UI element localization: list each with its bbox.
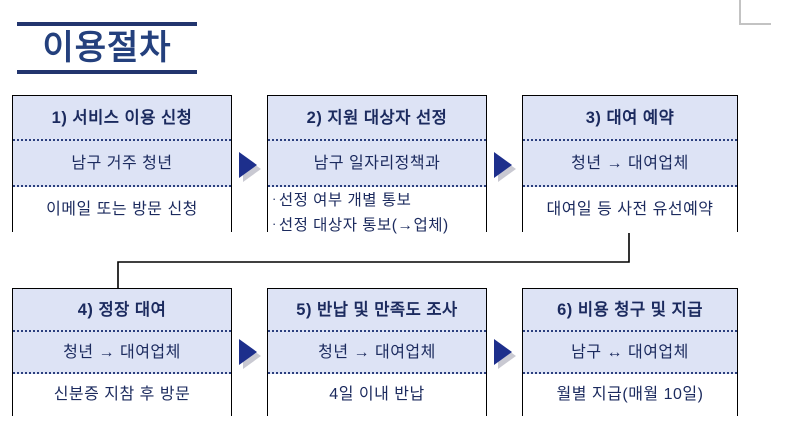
arrow-triangle <box>494 339 512 365</box>
step-4-header: 4) 정장 대여 <box>13 289 231 332</box>
step-2-note-line-1: ·선정 여부 개별 통보 <box>272 187 486 212</box>
step-1-note: 이메일 또는 방문 신청 <box>13 187 231 233</box>
page-corner-mark <box>739 0 771 25</box>
step-1-header: 1) 서비스 이용 신청 <box>13 96 231 141</box>
step-box-5[interactable]: 5) 반납 및 만족도 조사 청년 → 대여업체 4일 이내 반납 <box>267 288 487 417</box>
arrow-triangle <box>494 152 512 178</box>
step-5-header: 5) 반납 및 만족도 조사 <box>268 289 486 332</box>
step-box-2[interactable]: 2) 지원 대상자 선정 남구 일자리정책과 ·선정 여부 개별 통보 ·선정 … <box>267 95 487 234</box>
flow-arrow-icon-5-to-6 <box>493 339 516 369</box>
step-2-note-line-1-text: 선정 여부 개별 통보 <box>278 192 412 209</box>
step-2-note: ·선정 여부 개별 통보 ·선정 대상자 통보(→업체) <box>268 187 486 234</box>
step-4-actor: 청년 → 대여업체 <box>13 332 231 374</box>
step-6-actor: 남구 ↔ 대여업체 <box>523 332 737 374</box>
step-3-actor: 청년 → 대여업체 <box>523 141 737 187</box>
page-title-block: 이용절차 <box>17 22 197 74</box>
title-rule-bottom <box>17 70 197 74</box>
step-box-4[interactable]: 4) 정장 대여 청년 → 대여업체 신분증 지참 후 방문 <box>12 288 232 417</box>
flow-arrow-icon-2-to-3 <box>493 152 516 182</box>
bullet-icon: · <box>272 216 277 231</box>
step-2-note-line-2: ·선정 대상자 통보(→업체) <box>272 212 486 237</box>
step-2-note-line-2-text: 선정 대상자 통보(→업체) <box>278 217 449 234</box>
step-box-1[interactable]: 1) 서비스 이용 신청 남구 거주 청년 이메일 또는 방문 신청 <box>12 95 232 233</box>
step-4-note: 신분증 지참 후 방문 <box>13 374 231 417</box>
step-6-note: 월별 지급(매월 10일) <box>523 374 737 417</box>
step-2-actor: 남구 일자리정책과 <box>268 141 486 187</box>
arrow-triangle <box>239 152 257 178</box>
step-box-6[interactable]: 6) 비용 청구 및 지급 남구 ↔ 대여업체 월별 지급(매월 10일) <box>522 288 738 417</box>
arrow-triangle <box>239 339 257 365</box>
title-rule-top <box>17 22 197 26</box>
step-2-header: 2) 지원 대상자 선정 <box>268 96 486 141</box>
step-3-header: 3) 대여 예약 <box>523 96 737 141</box>
bullet-icon: · <box>272 191 277 206</box>
flow-arrow-icon-1-to-2 <box>238 152 261 182</box>
page-title: 이용절차 <box>42 29 172 67</box>
flow-arrow-icon-4-to-5 <box>238 339 261 369</box>
step-5-actor: 청년 → 대여업체 <box>268 332 486 374</box>
step-1-actor: 남구 거주 청년 <box>13 141 231 187</box>
step-5-note: 4일 이내 반납 <box>268 374 486 417</box>
step-6-header: 6) 비용 청구 및 지급 <box>523 289 737 332</box>
step-3-note: 대여일 등 사전 유선예약 <box>523 187 737 233</box>
step-box-3[interactable]: 3) 대여 예약 청년 → 대여업체 대여일 등 사전 유선예약 <box>522 95 738 233</box>
